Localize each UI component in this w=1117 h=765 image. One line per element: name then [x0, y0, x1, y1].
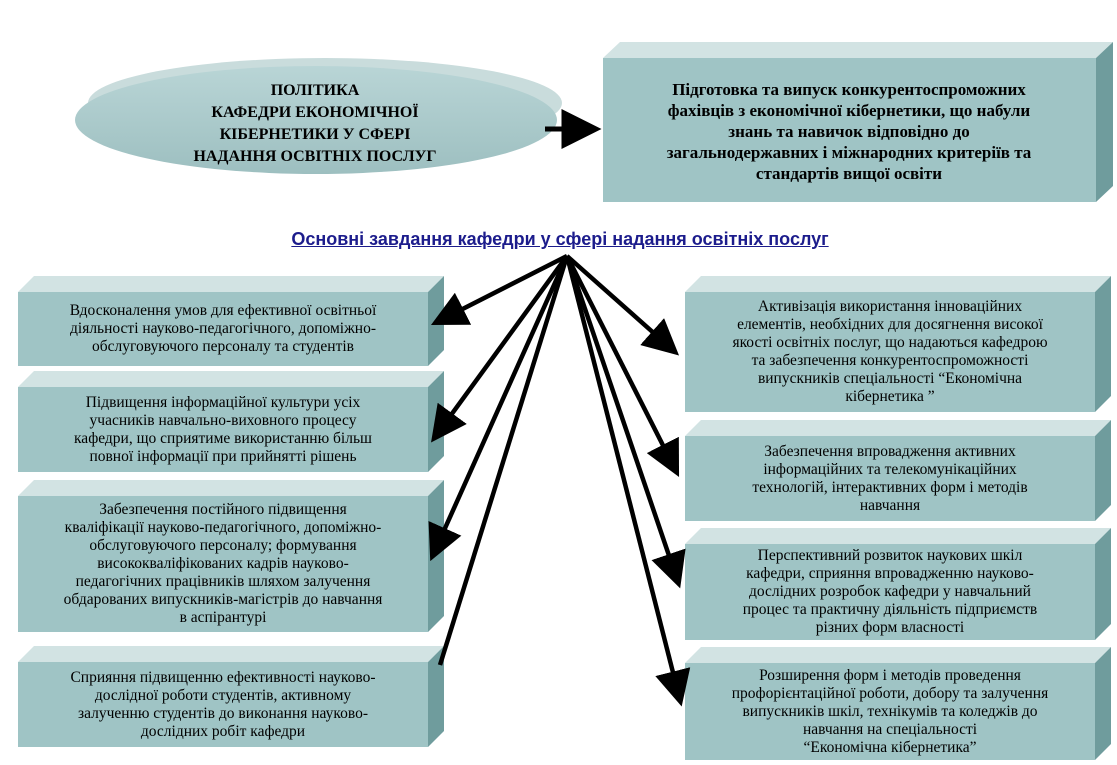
task-line: Забезпечення постійного підвищення [99, 501, 347, 518]
arrow-to-left-4 [437, 255, 570, 666]
arrow-to-right-3 [564, 255, 686, 589]
goal-line: знань та навичок відповідно до [728, 121, 970, 141]
arrow-to-right-2 [564, 254, 680, 478]
task-left-2: Підвищення інформаційної культури усіх у… [18, 387, 428, 472]
task-line: навчання [859, 496, 921, 514]
task-line: кваліфікації науково-педагогічного, допо… [64, 519, 382, 536]
task-line: елементів, необхідних для досягнення вис… [737, 316, 1043, 333]
task-line: дослідних робіт кафедри [140, 722, 306, 740]
task-line: кафедри, сприяння впровадженню науково- [746, 565, 1034, 582]
task-line: процес та практичну діяльність підприємс… [742, 601, 1038, 618]
policy-line: НАДАННЯ ОСВІТНІХ ПОСЛУГ [193, 148, 437, 165]
task-line: кафедри, що сприятиме використанню більш [74, 429, 372, 447]
task-box-left-2 [18, 371, 444, 472]
task-line: в аспірантурі [179, 609, 267, 626]
task-line: обдарованих випускників-магістрів до нав… [63, 591, 383, 608]
task-line: випускників спеціальності “Економічна [757, 370, 1023, 387]
arrow-to-left-3 [428, 255, 570, 562]
goal-line: загальнодержавних і міжнародних критерії… [666, 142, 1032, 162]
task-line: обслуговуючого персоналу та студентів [91, 338, 355, 355]
arrow-to-left-2 [431, 254, 569, 443]
policy-line: КІБЕРНЕТИКИ У СФЕРІ [219, 126, 411, 143]
task-line: Забезпечення впровадження активних [764, 442, 1016, 460]
task-line: Вдосконалення умов для ефективної освітн… [69, 302, 377, 319]
task-left-4: Сприяння підвищенню ефективності науково… [18, 662, 428, 747]
task-line: дослідних розробок кафедри у навчальний [749, 583, 1031, 600]
arrow-to-right-4 [564, 255, 691, 707]
task-line: Активізація використання інноваційних [757, 298, 1023, 315]
task-line: Перспективний розвиток наукових шкіл [757, 547, 1023, 564]
policy-line: ПОЛІТИКА [270, 82, 360, 99]
task-line: профорієнтаційної роботи, добору та залу… [731, 684, 1049, 702]
task-line: випускників шкіл, технікумів та коледжів… [742, 702, 1038, 720]
task-line: технологій, інтерактивних форм і методів [752, 478, 1028, 496]
task-line: Підвищення інформаційної культури усіх [85, 393, 361, 411]
task-arrows [428, 253, 691, 707]
task-line: діяльності науково-педагогічного, допомі… [70, 320, 376, 337]
task-line: педагогічних працівників шляхом залученн… [75, 573, 371, 590]
task-line: залученню студентів до виконання науково… [77, 704, 369, 722]
task-line: дослідної роботи студентів, активному [94, 686, 352, 704]
task-line: учасників навчально-виховного процесу [89, 411, 357, 429]
task-line: “Економічна кібернетика” [803, 738, 977, 756]
task-line: повної інформації при прийнятті рішень [89, 447, 357, 465]
task-right-1: Активізація використання інноваційних ел… [685, 292, 1095, 412]
task-line: обслуговуючого персоналу; формування [89, 537, 357, 554]
task-line: якості освітніх послуг, що надаються каф… [732, 334, 1048, 351]
goal-text: Підготовка та випуск конкурентоспроможни… [606, 66, 1092, 196]
policy-line: КАФЕДРИ ЕКОНОМІЧНОЇ [211, 104, 419, 121]
arrow-to-right-1 [565, 254, 680, 356]
task-box-left-4 [18, 646, 444, 747]
task-line: Розширення форм і методів проведення [759, 666, 1021, 684]
task-box-right-2 [685, 420, 1111, 521]
arrow-to-left-1 [430, 253, 569, 326]
task-right-3: Перспективний розвиток наукових шкіл каф… [685, 544, 1095, 640]
task-line: кібернетика ” [845, 388, 935, 405]
task-line: навчання на спеціальності [802, 720, 978, 738]
goal-line: стандартів вищої освіти [755, 163, 943, 183]
tasks-heading: Основні завдання кафедри у сфері надання… [291, 229, 829, 249]
policy-title: ПОЛІТИКА КАФЕДРИ ЕКОНОМІЧНОЇ КІБЕРНЕТИКИ… [150, 80, 480, 168]
task-line: інформаційних та телекомунікаційних [763, 460, 1017, 478]
task-line: висококваліфікованих кадрів науково- [97, 555, 349, 572]
task-right-4: Розширення форм і методів проведення про… [685, 663, 1095, 760]
task-line: Сприяння підвищенню ефективності науково… [70, 668, 376, 686]
task-line: та забезпечення конкурентоспроможності [751, 352, 1029, 369]
goal-line: Підготовка та випуск конкурентоспроможни… [672, 79, 1026, 99]
task-box-right-3 [685, 528, 1111, 640]
task-left-1: Вдосконалення умов для ефективної освітн… [18, 292, 428, 366]
goal-box [603, 42, 1113, 202]
task-right-2: Забезпечення впровадження активних інфор… [685, 436, 1095, 521]
task-line: різних форм власності [815, 619, 965, 636]
task-box-right-1 [685, 276, 1111, 412]
task-box-right-4 [685, 647, 1111, 760]
task-box-left-3 [18, 480, 444, 632]
policy-ellipse [75, 58, 562, 174]
goal-line: фахівців з економічної кібернетики, що н… [667, 100, 1031, 120]
task-left-3: Забезпечення постійного підвищення квалі… [18, 496, 428, 632]
